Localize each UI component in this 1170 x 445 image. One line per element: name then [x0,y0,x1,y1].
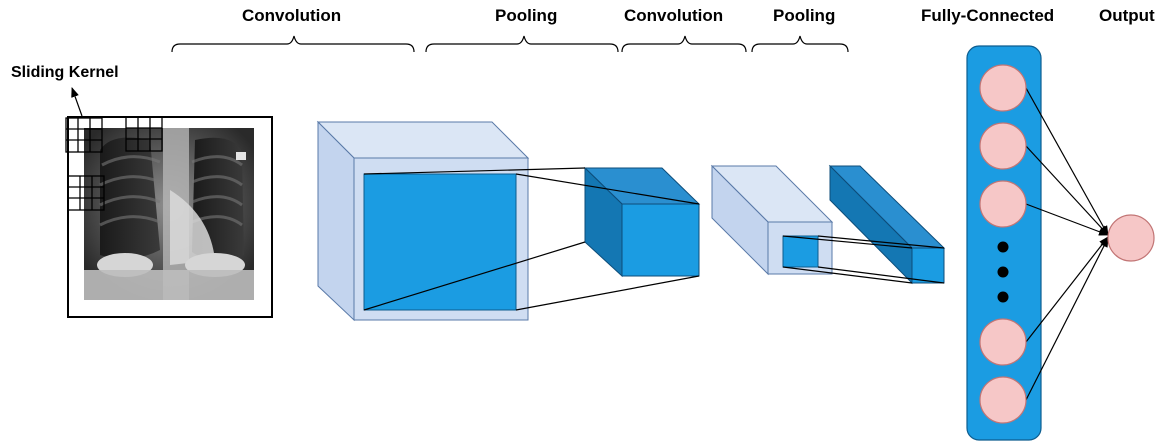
sliding-kernel-arrow [71,87,83,117]
sliding-kernel-label: Sliding Kernel [11,64,119,81]
fc-node [979,376,1027,424]
output-node [1107,214,1155,262]
brace-convolution-2 [621,35,747,53]
pool1-block [583,166,701,278]
stage-label-convolution-1: Convolution [242,6,342,25]
pool2-block [828,164,946,285]
fc-to-output-edges [1025,87,1109,401]
input-xray-image [67,116,273,318]
sliding-kernel-grid-3 [67,175,105,211]
brace-pooling-1 [425,35,619,53]
conv1-to-pool1-lines [363,167,700,311]
stage-label-output: Output [1099,6,1155,25]
conv2-to-pool2-lines [782,235,945,284]
fc-node [979,64,1027,112]
stage-label-convolution-2: Convolution [624,6,724,25]
stage-label-pooling-1: Pooling [495,6,558,25]
fc-node [979,318,1027,366]
brace-pooling-2 [751,35,849,53]
stage-label-fully-connected: Fully-Connected [921,6,1055,25]
brace-convolution-1 [171,35,415,53]
fc-ellipsis-dot [997,241,1009,253]
sliding-kernel-grid-2 [125,116,163,152]
fc-node [979,122,1027,170]
sliding-kernel-grid-1 [65,117,103,153]
stage-label-pooling-2: Pooling [773,6,836,25]
fc-ellipsis-dot [997,291,1009,303]
conv1-feature-map [363,173,517,311]
fc-node [979,180,1027,228]
fc-ellipsis-dot [997,266,1009,278]
conv2-feature-map [782,235,819,268]
